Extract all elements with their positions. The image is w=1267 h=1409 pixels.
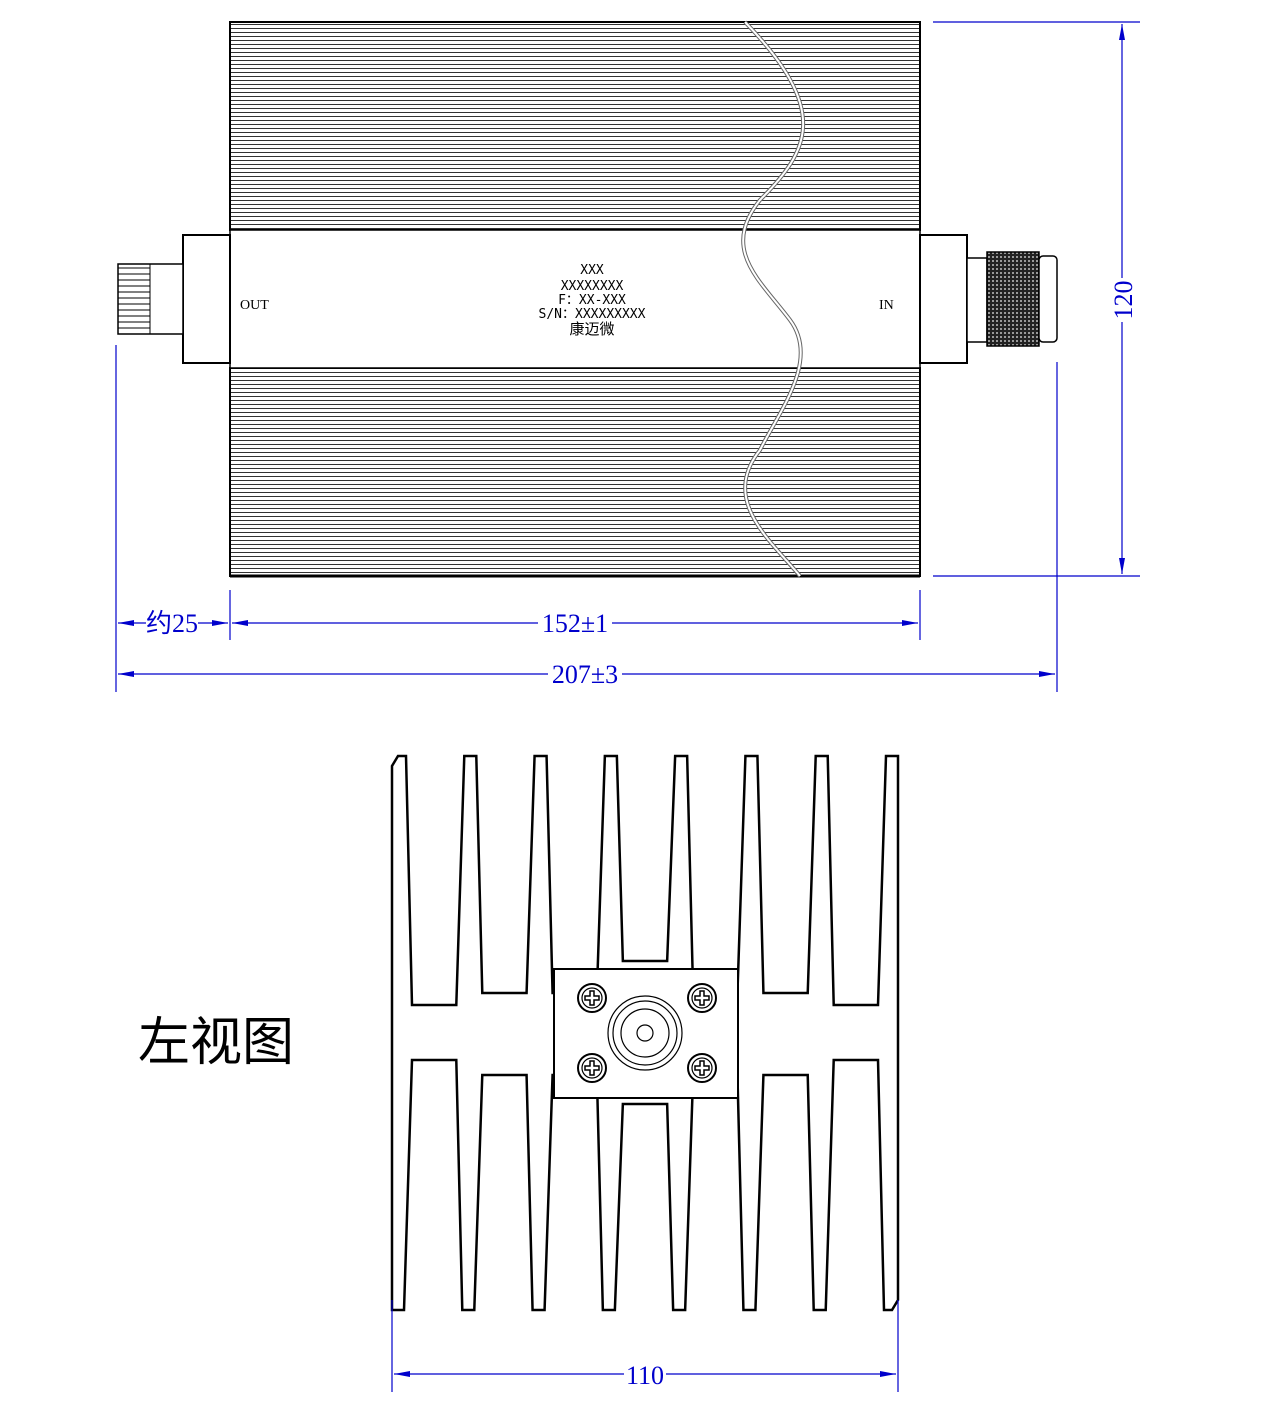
screw-icon	[577, 1053, 607, 1083]
dim-height: 120	[1109, 281, 1138, 320]
label-line-1: XXX	[580, 263, 604, 278]
in-port-label: IN	[879, 298, 894, 313]
front-view: OUT IN XXX XXXXXXXX F：XX-XXX S/N：XXXXXXX…	[117, 20, 1058, 578]
screw-icon	[577, 983, 607, 1013]
label-line-2: XXXXXXXX	[561, 279, 624, 294]
label-line-3: F：XX-XXX	[558, 293, 626, 308]
dim-connector-length: 约25	[146, 609, 198, 638]
connector-plate	[553, 968, 739, 1099]
dimensions-front	[115, 21, 1140, 692]
screw-icon	[687, 1053, 717, 1083]
dimensions-side	[391, 1300, 899, 1392]
in-connector	[919, 234, 1058, 364]
side-view	[390, 754, 900, 1312]
dim-side-width: 110	[626, 1361, 664, 1390]
product-label: XXX XXXXXXXX F：XX-XXX S/N：XXXXXXXXX 康迈微	[539, 263, 646, 338]
label-line-4: S/N：XXXXXXXXX	[539, 307, 646, 322]
out-port-label: OUT	[240, 298, 269, 313]
out-connector	[117, 234, 231, 364]
attenuator-body	[229, 21, 921, 578]
dim-body-length: 152±1	[542, 609, 608, 638]
side-view-title: 左视图	[138, 1013, 294, 1073]
label-line-5: 康迈微	[569, 320, 614, 338]
screw-icon	[687, 983, 717, 1013]
dim-total-length: 207±3	[552, 660, 618, 689]
